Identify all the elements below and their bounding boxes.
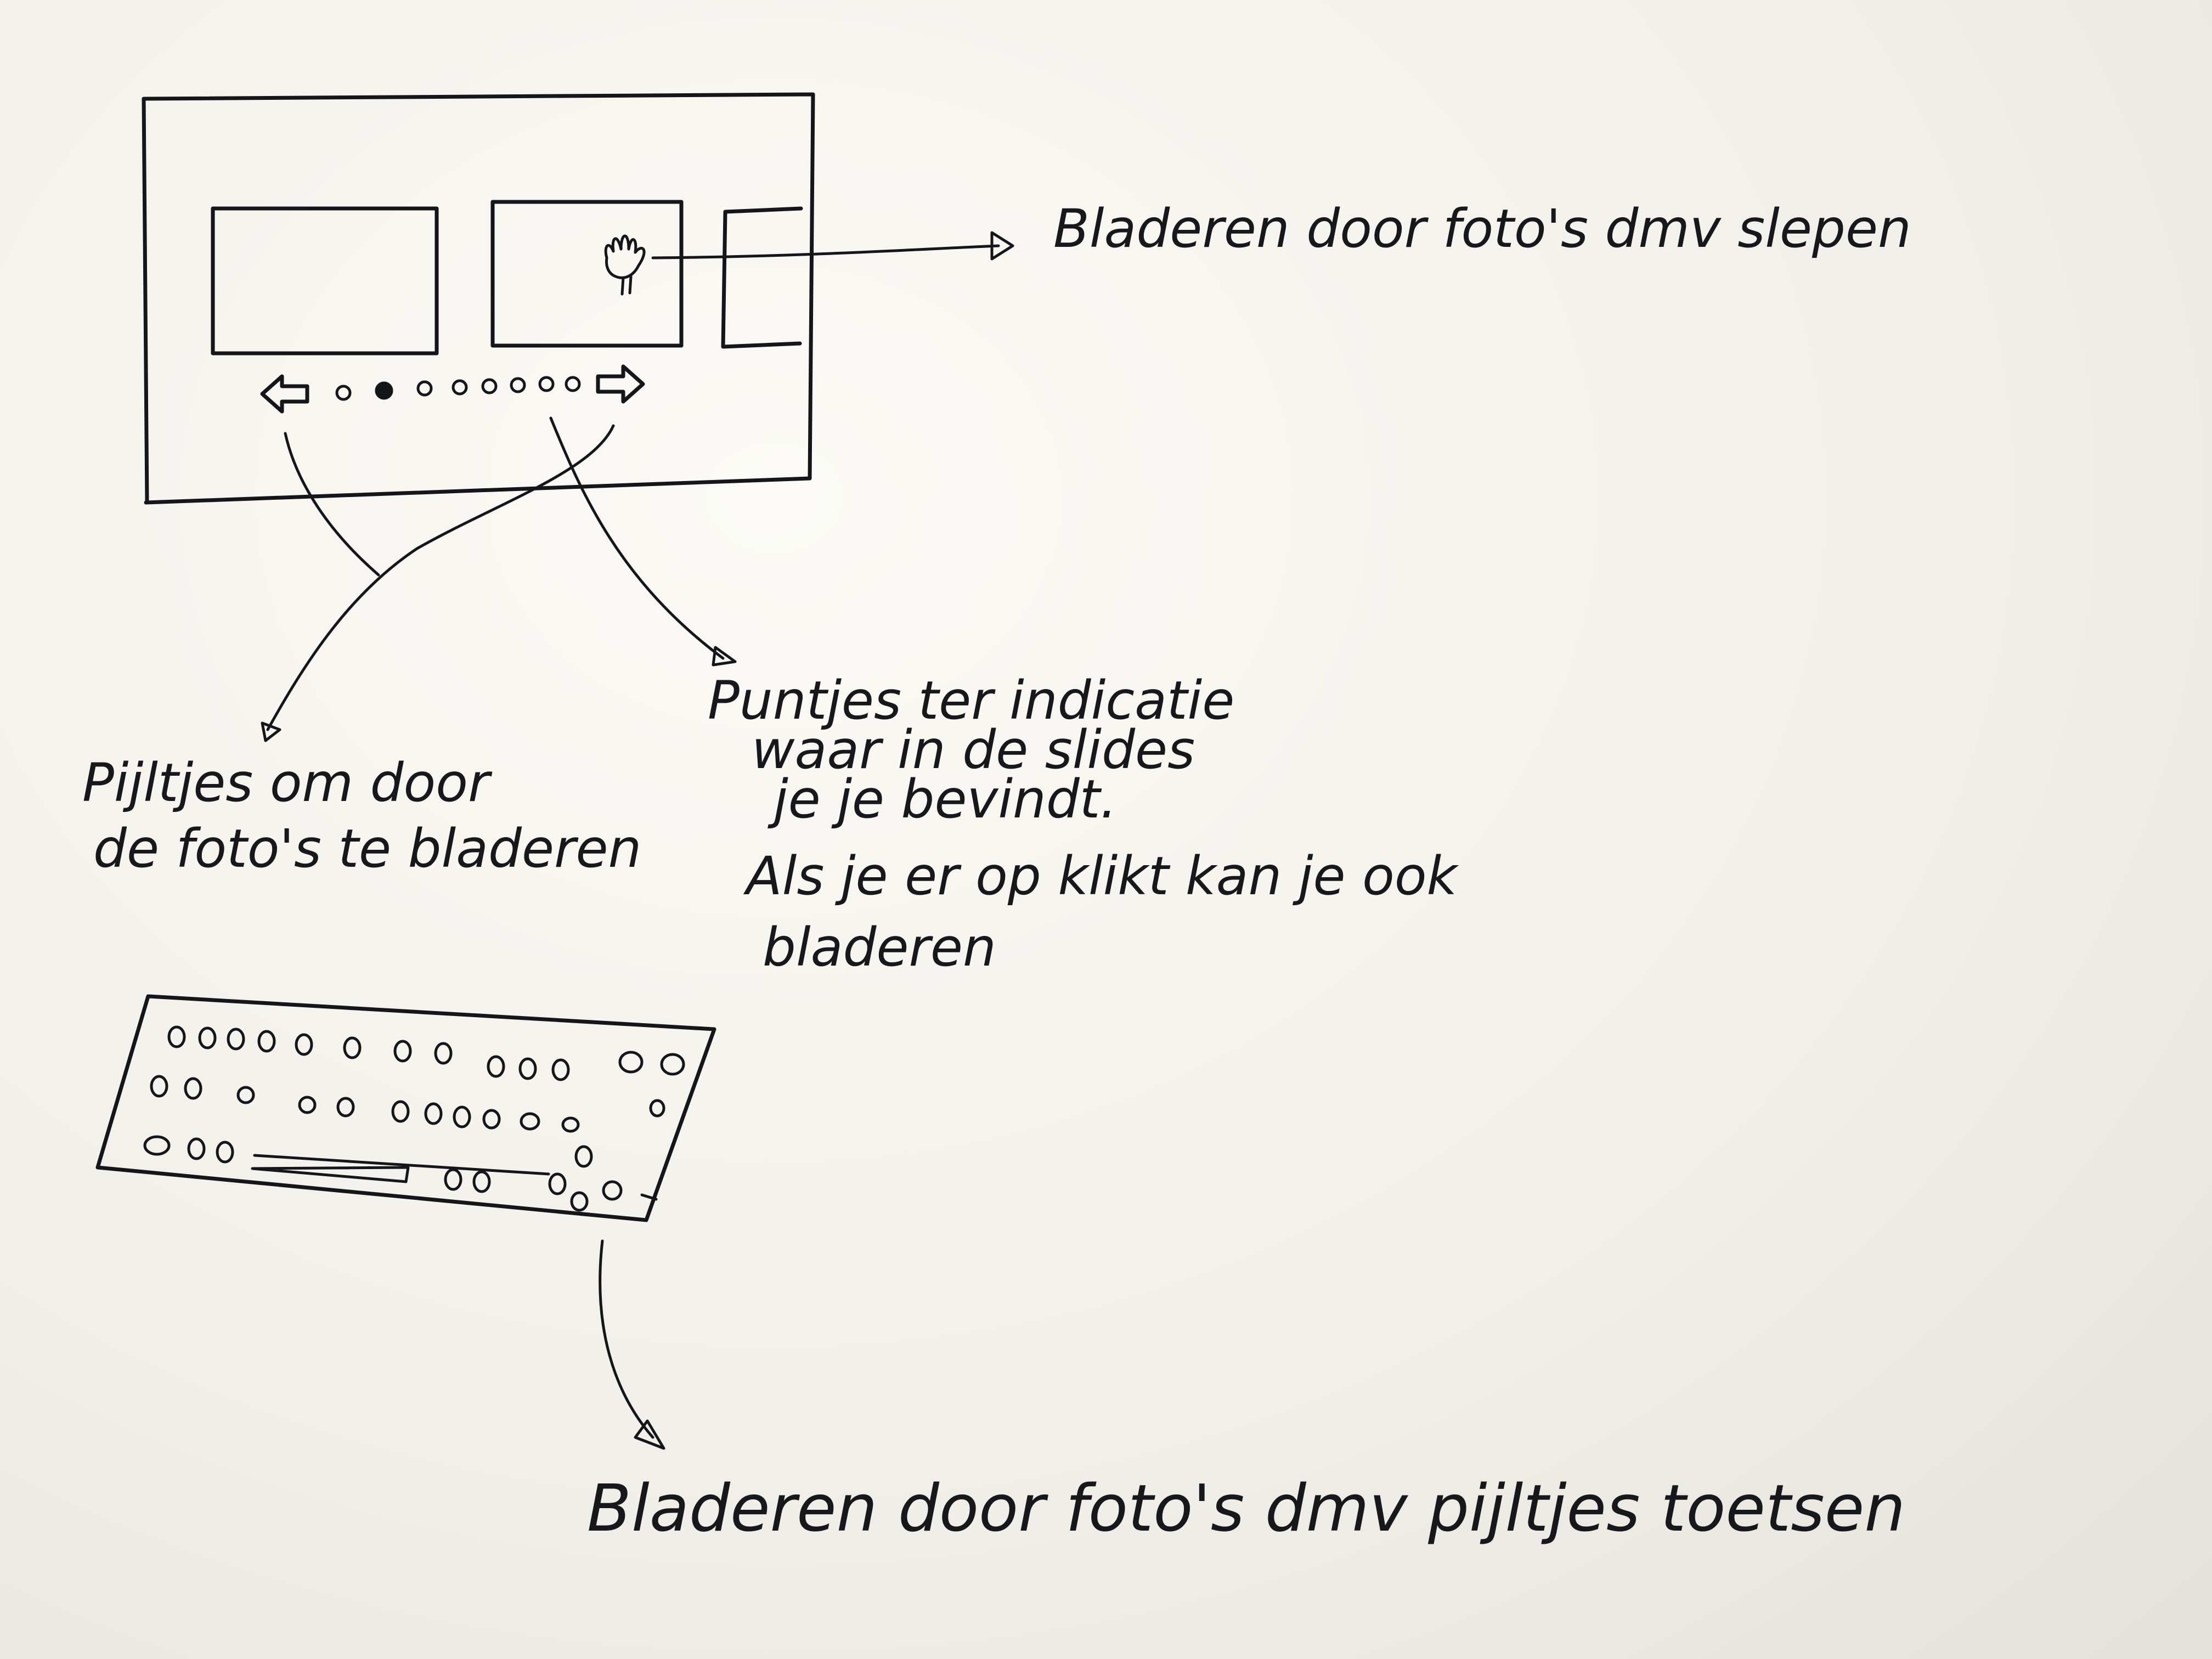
keyboard-outline bbox=[95, 994, 716, 1222]
right-arrow-icon[interactable] bbox=[596, 364, 645, 404]
slide-center[interactable] bbox=[490, 200, 684, 348]
pagination-dot[interactable] bbox=[565, 376, 581, 392]
slider-wireframe bbox=[142, 92, 815, 505]
slide-left[interactable] bbox=[211, 206, 439, 356]
pagination-dot[interactable] bbox=[510, 377, 526, 393]
arrows-annotation-line2: de foto's te bladeren bbox=[93, 818, 641, 879]
pagination-dot[interactable] bbox=[538, 376, 555, 392]
pagination-dots bbox=[335, 376, 581, 401]
dots-connector-line bbox=[549, 416, 725, 660]
dots-annotation-line4: Als je er op klikt kan je ook bbox=[743, 845, 1459, 907]
pagination-dot[interactable] bbox=[416, 380, 433, 397]
pagination-dot[interactable] bbox=[452, 379, 468, 396]
arrows-annotation-line1: Pijltjes om door bbox=[82, 752, 493, 814]
drag-connector-line bbox=[651, 244, 1000, 259]
hand-drag-icon bbox=[604, 234, 646, 296]
slider-frame bbox=[142, 92, 815, 505]
drag-arrowhead bbox=[990, 231, 1014, 261]
keyboard-connector-line bbox=[599, 1239, 654, 1439]
pagination-dot-active[interactable] bbox=[375, 381, 393, 400]
arrows-connector-right bbox=[266, 424, 615, 731]
dots-annotation-line3: je je bevindt. bbox=[768, 769, 1117, 830]
dots-annotation-line5: bladeren bbox=[763, 917, 996, 978]
arrows-connector-left bbox=[284, 432, 380, 577]
dots-annotation-line1: Puntjes ter indicatie bbox=[708, 670, 1234, 731]
arrows-arrowhead bbox=[261, 721, 281, 742]
left-arrow-icon[interactable] bbox=[260, 374, 309, 414]
keyboard-icon bbox=[95, 994, 716, 1222]
keyboard-arrowhead bbox=[634, 1419, 665, 1450]
keyboard-browse-annotation: Bladeren door foto's dmv pijltjes toetse… bbox=[587, 1470, 1905, 1546]
slide-right-partial[interactable] bbox=[721, 206, 803, 349]
pagination-dot[interactable] bbox=[481, 378, 498, 394]
keyboard-keys bbox=[143, 1025, 685, 1212]
dots-annotation-line2: waar in de slides bbox=[752, 719, 1195, 781]
connector-arrows bbox=[261, 231, 1014, 1450]
dots-arrowhead bbox=[712, 646, 737, 667]
pagination-dot[interactable] bbox=[335, 385, 352, 401]
drag-browse-annotation: Bladeren door foto's dmv slepen bbox=[1053, 198, 1911, 259]
